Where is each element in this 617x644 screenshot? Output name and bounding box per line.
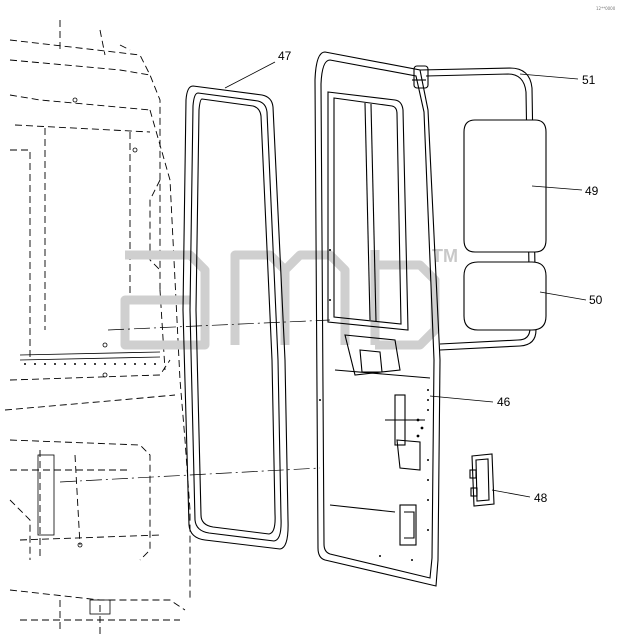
cab-sill-dots <box>24 363 156 365</box>
callout-48: 48 <box>534 491 548 505</box>
callout-46: 46 <box>497 395 511 409</box>
watermark <box>120 250 440 350</box>
callout-50: 50 <box>589 293 603 307</box>
callout-49: 49 <box>585 184 599 198</box>
corner-code: 12**0000 <box>596 6 616 11</box>
leader-lines <box>224 61 587 498</box>
lower-mirror-part-50 <box>463 261 547 331</box>
assembly-lines <box>59 319 331 483</box>
upper-mirror-part-49 <box>463 119 547 253</box>
door-panel-part-46 <box>314 51 441 587</box>
cab-body-details <box>19 97 161 615</box>
door-rivets <box>319 249 429 561</box>
callout-51: 51 <box>582 73 596 87</box>
cab-body-outline <box>4 20 191 635</box>
door-latch-part-48 <box>469 453 495 507</box>
door-seal-part-47 <box>182 85 289 550</box>
callout-47: 47 <box>278 49 292 63</box>
watermark-trademark: TM <box>432 246 458 266</box>
